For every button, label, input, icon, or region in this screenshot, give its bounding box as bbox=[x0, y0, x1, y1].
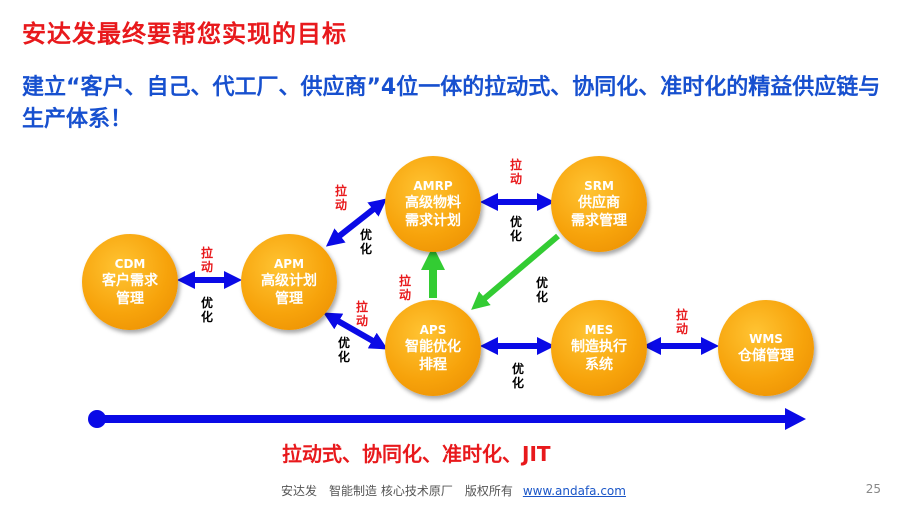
footer-text: 安达发 智能制造 核心技术原厂 版权所有 bbox=[281, 484, 513, 498]
arrow-apm-amrp bbox=[325, 198, 388, 247]
node-apm-line2: 管理 bbox=[275, 290, 303, 307]
node-wms: WMS 仓储管理 bbox=[718, 300, 814, 396]
node-aps-line1: 智能优化 bbox=[405, 338, 461, 355]
bottom-label: 拉动式、协同化、准时化、JIT bbox=[282, 442, 551, 466]
footer: 安达发 智能制造 核心技术原厂 版权所有 www.andafa.com bbox=[0, 482, 907, 499]
node-aps-line2: 排程 bbox=[419, 356, 447, 373]
label-opt-srm-aps: 优化 bbox=[535, 276, 548, 304]
node-amrp-code: AMRP bbox=[413, 178, 453, 193]
label-pull-apm-aps: 拉动 bbox=[355, 300, 368, 328]
footer-link[interactable]: www.andafa.com bbox=[522, 484, 626, 498]
node-cdm-line1: 客户需求 bbox=[102, 272, 158, 289]
node-aps: APS 智能优化 排程 bbox=[385, 300, 481, 396]
node-cdm-code: CDM bbox=[114, 256, 146, 271]
page-number: 25 bbox=[865, 482, 881, 496]
node-amrp-line1: 高级物料 bbox=[405, 194, 461, 211]
node-amrp: AMRP 高级物料 需求计划 bbox=[385, 156, 481, 252]
node-apm-code: APM bbox=[273, 256, 305, 271]
arrow-apm-aps bbox=[323, 312, 388, 350]
node-amrp-line2: 需求计划 bbox=[405, 212, 461, 229]
node-apm-line1: 高级计划 bbox=[261, 272, 317, 289]
label-opt-aps-mes: 优化 bbox=[511, 362, 524, 390]
node-srm-line2: 需求管理 bbox=[571, 212, 627, 229]
node-mes-code: MES bbox=[584, 322, 614, 337]
label-pull-apm-amrp: 拉动 bbox=[334, 184, 347, 212]
node-wms-line1: 仓储管理 bbox=[738, 347, 794, 364]
node-apm: APM 高级计划 管理 bbox=[241, 234, 337, 330]
label-opt-apm-amrp: 优化 bbox=[359, 228, 372, 256]
node-mes-line1: 制造执行 bbox=[571, 338, 627, 355]
label-pull-amrp-srm: 拉动 bbox=[509, 158, 522, 186]
arrow-srm-aps bbox=[471, 233, 560, 310]
node-srm-line1: 供应商 bbox=[578, 194, 620, 211]
label-opt-cdm-apm: 优化 bbox=[200, 296, 213, 324]
label-opt-amrp-srm: 优化 bbox=[509, 215, 522, 243]
node-cdm-line2: 管理 bbox=[116, 290, 144, 307]
label-opt-apm-aps: 优化 bbox=[337, 336, 350, 364]
node-wms-code: WMS bbox=[749, 331, 783, 346]
timeline-arrowhead bbox=[785, 408, 806, 430]
node-srm: SRM 供应商 需求管理 bbox=[551, 156, 647, 252]
node-aps-code: APS bbox=[419, 322, 447, 337]
node-srm-code: SRM bbox=[584, 178, 614, 193]
node-mes-line2: 系统 bbox=[585, 356, 613, 373]
label-pull-cdm-apm: 拉动 bbox=[200, 246, 213, 274]
node-cdm: CDM 客户需求 管理 bbox=[82, 234, 178, 330]
page-subtitle: 建立“客户、自己、代工厂、供应商”4位一体的拉动式、协同化、准时化的精益供应链与… bbox=[22, 75, 881, 132]
page-title: 安达发最终要帮您实现的目标 bbox=[22, 20, 347, 48]
node-mes: MES 制造执行 系统 bbox=[551, 300, 647, 396]
label-pull-mes-wms: 拉动 bbox=[675, 308, 688, 336]
label-pull-aps-amrp: 拉动 bbox=[398, 274, 411, 302]
